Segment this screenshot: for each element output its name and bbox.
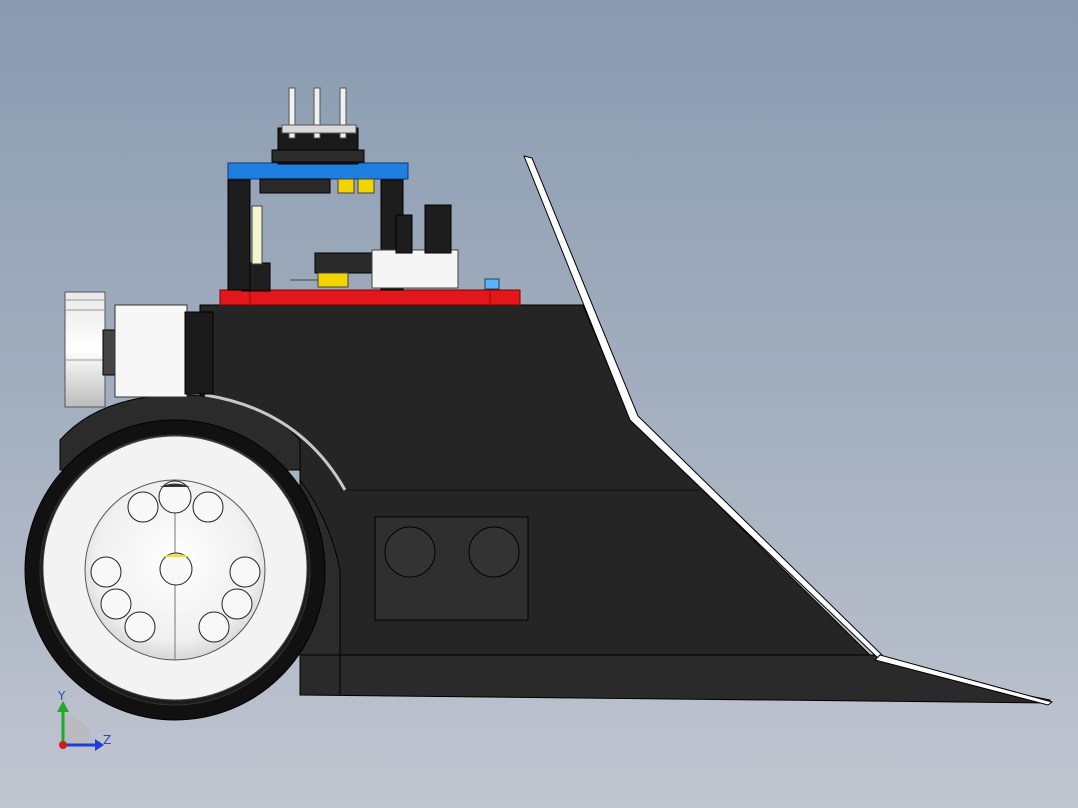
wheel-rim-holes (90, 480, 261, 643)
base-pcb (219, 289, 521, 306)
ultrasonic-sensor (374, 516, 529, 621)
sensor-eye-left (384, 526, 436, 578)
front-scoop-blade (523, 155, 1054, 706)
axis-triad: Y Z (57, 689, 111, 751)
x-axis-dot (59, 741, 67, 749)
chassis-base-plate (299, 654, 1051, 704)
z-axis-label: Z (103, 733, 111, 747)
top-pcb (227, 162, 409, 194)
drive-wheel (24, 419, 326, 721)
sensor-eye-right (468, 526, 520, 578)
rear-motor (64, 291, 214, 408)
pcb-components (227, 179, 500, 292)
pin-header (271, 87, 365, 165)
y-axis-label: Y (57, 689, 66, 703)
